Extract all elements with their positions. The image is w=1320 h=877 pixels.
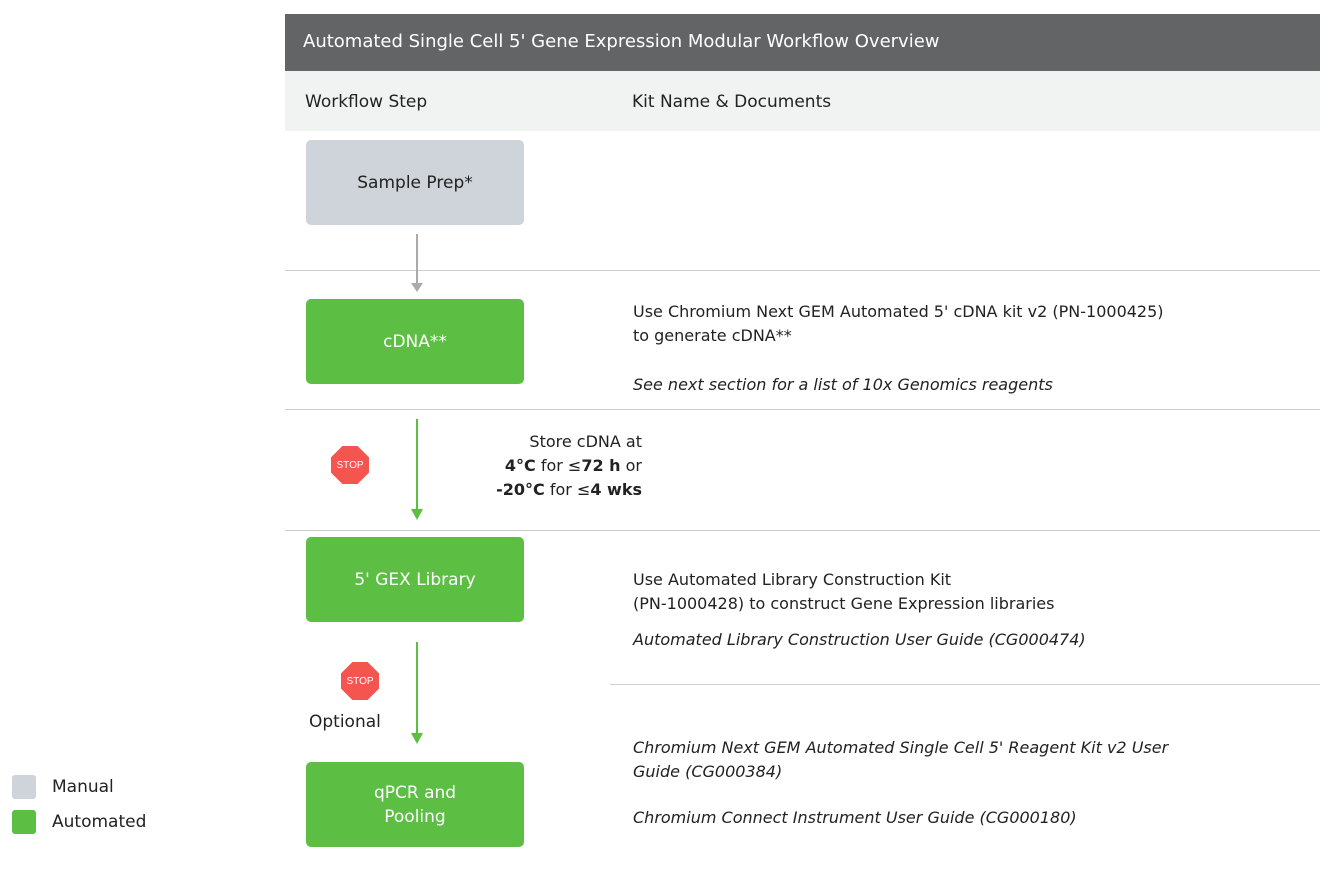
connect-instrument-user-guide: Chromium Connect Instrument User Guide (…	[633, 808, 1077, 827]
library-kit-text: Use Automated Library Construction Kit (…	[633, 570, 1055, 613]
column-header-kit: Kit Name & Documents	[632, 92, 832, 112]
legend-label-automated: Automated	[52, 812, 147, 832]
column-headers: Workflow Step Kit Name & Documents	[285, 71, 1320, 131]
stop-sign-icon: STOP	[341, 662, 379, 700]
row-divider	[285, 409, 1320, 410]
row-divider	[285, 270, 1320, 271]
storage-instructions: Store cDNA at 4°C for ≤72 h or -20°C for…	[496, 432, 642, 499]
step-label: Pooling	[384, 806, 446, 827]
stop-sign-icon: STOP	[331, 446, 369, 484]
table-header: Automated Single Cell 5' Gene Expression…	[285, 14, 1320, 71]
arrow-sample-to-cdna	[411, 234, 423, 292]
step-gex-library: 5' GEX Library	[306, 537, 524, 622]
legend-swatch-manual	[12, 775, 36, 799]
reagent-kit-user-guide: Chromium Next GEM Automated Single Cell …	[633, 738, 1169, 781]
arrow-cdna-to-library	[411, 419, 423, 520]
page-title: Automated Single Cell 5' Gene Expression…	[303, 31, 940, 52]
legend-swatch-automated	[12, 810, 36, 834]
cdna-kit-text: Use Chromium Next GEM Automated 5' cDNA …	[633, 302, 1164, 345]
step-qpcr-pooling: qPCR and Pooling	[306, 762, 524, 847]
step-label: Sample Prep*	[357, 172, 473, 193]
arrow-library-to-pooling	[411, 642, 423, 744]
library-user-guide: Automated Library Construction User Guid…	[633, 630, 1086, 649]
step-label: 5' GEX Library	[354, 569, 476, 590]
row-divider	[610, 684, 1320, 685]
step-label: cDNA**	[383, 331, 447, 352]
cdna-reagent-note: See next section for a list of 10x Genom…	[633, 375, 1053, 394]
optional-label: Optional	[309, 712, 381, 732]
row-divider	[285, 530, 1320, 531]
step-sample-prep: Sample Prep*	[306, 140, 524, 225]
column-header-step: Workflow Step	[305, 92, 428, 112]
step-label: qPCR and	[373, 782, 457, 803]
legend-label-manual: Manual	[52, 777, 114, 797]
step-cdna: cDNA**	[306, 299, 524, 384]
